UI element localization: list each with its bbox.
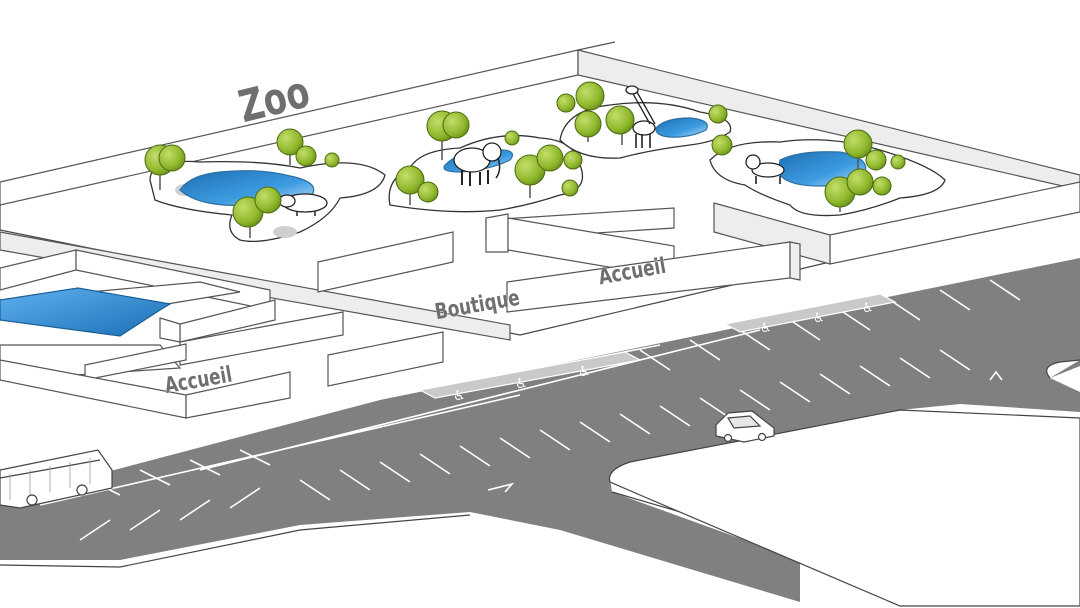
pool xyxy=(0,287,172,337)
lion-icon xyxy=(745,154,785,184)
tree-icon xyxy=(144,128,340,238)
building-accueil-left xyxy=(0,231,454,419)
enclosure-hippo xyxy=(144,128,386,243)
building-boutique xyxy=(0,207,801,341)
accessible-parking-left: ♿ ♿ ♿ xyxy=(418,351,642,404)
wheelchair-icon: ♿ xyxy=(578,364,591,380)
accessible-parking-right: ♿ ♿ ♿ xyxy=(723,293,897,336)
enclosure-lion xyxy=(709,129,946,217)
car-icon xyxy=(715,410,775,443)
tree-icon xyxy=(711,129,906,212)
elephant-icon xyxy=(453,142,502,186)
tree-icon xyxy=(556,81,728,145)
wheelchair-icon: ♿ xyxy=(760,321,772,336)
bus-icon xyxy=(0,449,113,509)
tree-icon xyxy=(395,110,583,205)
enclosure-elephant xyxy=(388,110,584,213)
giraffe-icon xyxy=(625,85,656,148)
wheelchair-icon: ♿ xyxy=(813,311,825,326)
wheelchair-icon: ♿ xyxy=(453,388,466,404)
arrow-icon xyxy=(487,370,1003,493)
pond-icon xyxy=(655,117,708,138)
enclosure-giraffe xyxy=(556,81,732,159)
hippo-icon xyxy=(278,193,328,216)
wheelchair-icon: ♿ xyxy=(515,376,528,392)
wheelchair-icon: ♿ xyxy=(862,301,874,316)
